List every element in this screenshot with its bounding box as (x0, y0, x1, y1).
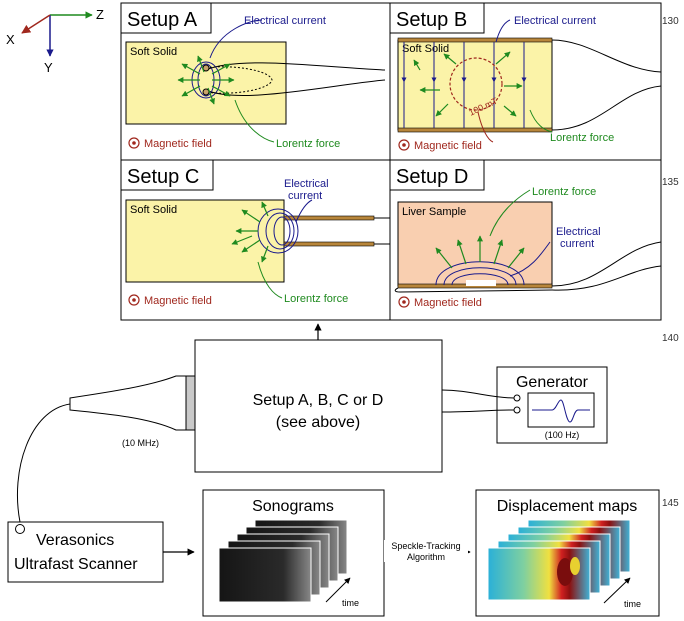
sonogram-stack (218, 519, 348, 603)
setup-c-title: Setup C (127, 166, 199, 188)
line-number: 135 (662, 177, 679, 188)
current-label-line2: current (560, 238, 594, 250)
sonograms-title: Sonograms (252, 498, 334, 515)
line-number: 130 (662, 16, 679, 27)
lorentz-force-label: Lorentz force (532, 186, 596, 198)
displacement-maps-box: Displacement maps time (475, 489, 660, 617)
setup-selection-box: Setup A, B, C or D (see above) (194, 339, 443, 473)
displacement-map-stack (487, 519, 631, 601)
scanner-line2: Ultrafast Scanner (14, 556, 138, 573)
magnetic-field-icon (398, 296, 410, 308)
generator-box: Generator (100 Hz) (441, 366, 608, 444)
setup-selection-line1: Setup A, B, C or D (253, 392, 384, 409)
speckle-tracking-step: Speckle-Tracking Algorithm (384, 540, 471, 562)
current-lines (401, 42, 527, 128)
setup-d-panel: Setup D Liver Sample Lorentz force Elect… (389, 159, 662, 309)
soft-solid-sample (125, 41, 287, 125)
liver-sample (397, 201, 553, 287)
current-label: Electrical current (244, 15, 326, 27)
displacement-title: Displacement maps (497, 498, 638, 515)
magnetic-field-icon (128, 137, 140, 149)
setup-a-panel: Setup A Soft Solid Electrical current Lo… (120, 2, 386, 150)
current-label-line1: Electrical (556, 226, 601, 238)
waveform-icon (532, 399, 590, 423)
probe-frequency-label: (10 MHz) (122, 438, 159, 448)
generator-title: Generator (516, 374, 589, 391)
magnetic-field-label: Magnetic field (414, 297, 482, 309)
algorithm-line2: Algorithm (407, 552, 445, 562)
line-number: 140 (662, 333, 679, 344)
lorentz-force-arrows (231, 201, 269, 263)
setup-c-panel: Setup C Soft Solid Electrical current Lo… (120, 159, 390, 307)
magnetic-field-label: Magnetic field (144, 138, 212, 150)
z-axis-label: Z (96, 7, 104, 22)
magnetic-field-label: Magnetic field (144, 295, 212, 307)
lorentz-force-label: Lorentz force (550, 132, 614, 144)
magnetic-field-label: Magnetic field (414, 140, 482, 152)
setup-selection-line2: (see above) (276, 414, 361, 431)
sample-label: Soft Solid (130, 204, 177, 216)
current-label: Electrical current (514, 15, 596, 27)
magnetic-field-icon (128, 294, 140, 306)
setup-d-title: Setup D (396, 166, 468, 188)
lorentz-force-arrows (435, 235, 525, 269)
soft-solid-sample (397, 39, 553, 131)
magnet-circle (449, 57, 503, 111)
sample-label: Soft Solid (130, 46, 177, 58)
algorithm-line1: Speckle-Tracking (391, 541, 460, 551)
lorentz-force-label: Lorentz force (276, 138, 340, 150)
time-label: time (624, 599, 641, 609)
setup-b-panel: Setup B Soft Solid 100 mT (389, 2, 662, 152)
time-label: time (342, 598, 359, 608)
scanner-box: Verasonics Ultrafast Scanner (7, 521, 164, 583)
setup-a-title: Setup A (127, 9, 198, 31)
y-axis-label: Y (44, 60, 53, 75)
sonograms-box: Sonograms time (202, 489, 385, 617)
scanner-line1: Verasonics (36, 532, 114, 549)
sample-label: Liver Sample (402, 206, 466, 218)
current-label-line1: Electrical (284, 178, 329, 190)
line-numbers: 130 135 140 145 (662, 16, 679, 509)
lorentz-force-arrows (177, 55, 235, 105)
x-axis-label: X (6, 32, 15, 47)
magnetic-field-icon (398, 139, 410, 151)
ultrasound-probe: (10 MHz) (16, 375, 196, 523)
generator-frequency-label: (100 Hz) (545, 430, 580, 440)
line-number: 145 (662, 498, 679, 509)
coordinate-axes: Z X Y (6, 7, 104, 75)
lorentz-force-arrows (413, 51, 523, 117)
setup-b-title: Setup B (396, 9, 467, 31)
sample-label: Soft Solid (402, 43, 449, 55)
lorentz-force-label: Lorentz force (284, 293, 348, 305)
current-label-line2: current (288, 190, 322, 202)
